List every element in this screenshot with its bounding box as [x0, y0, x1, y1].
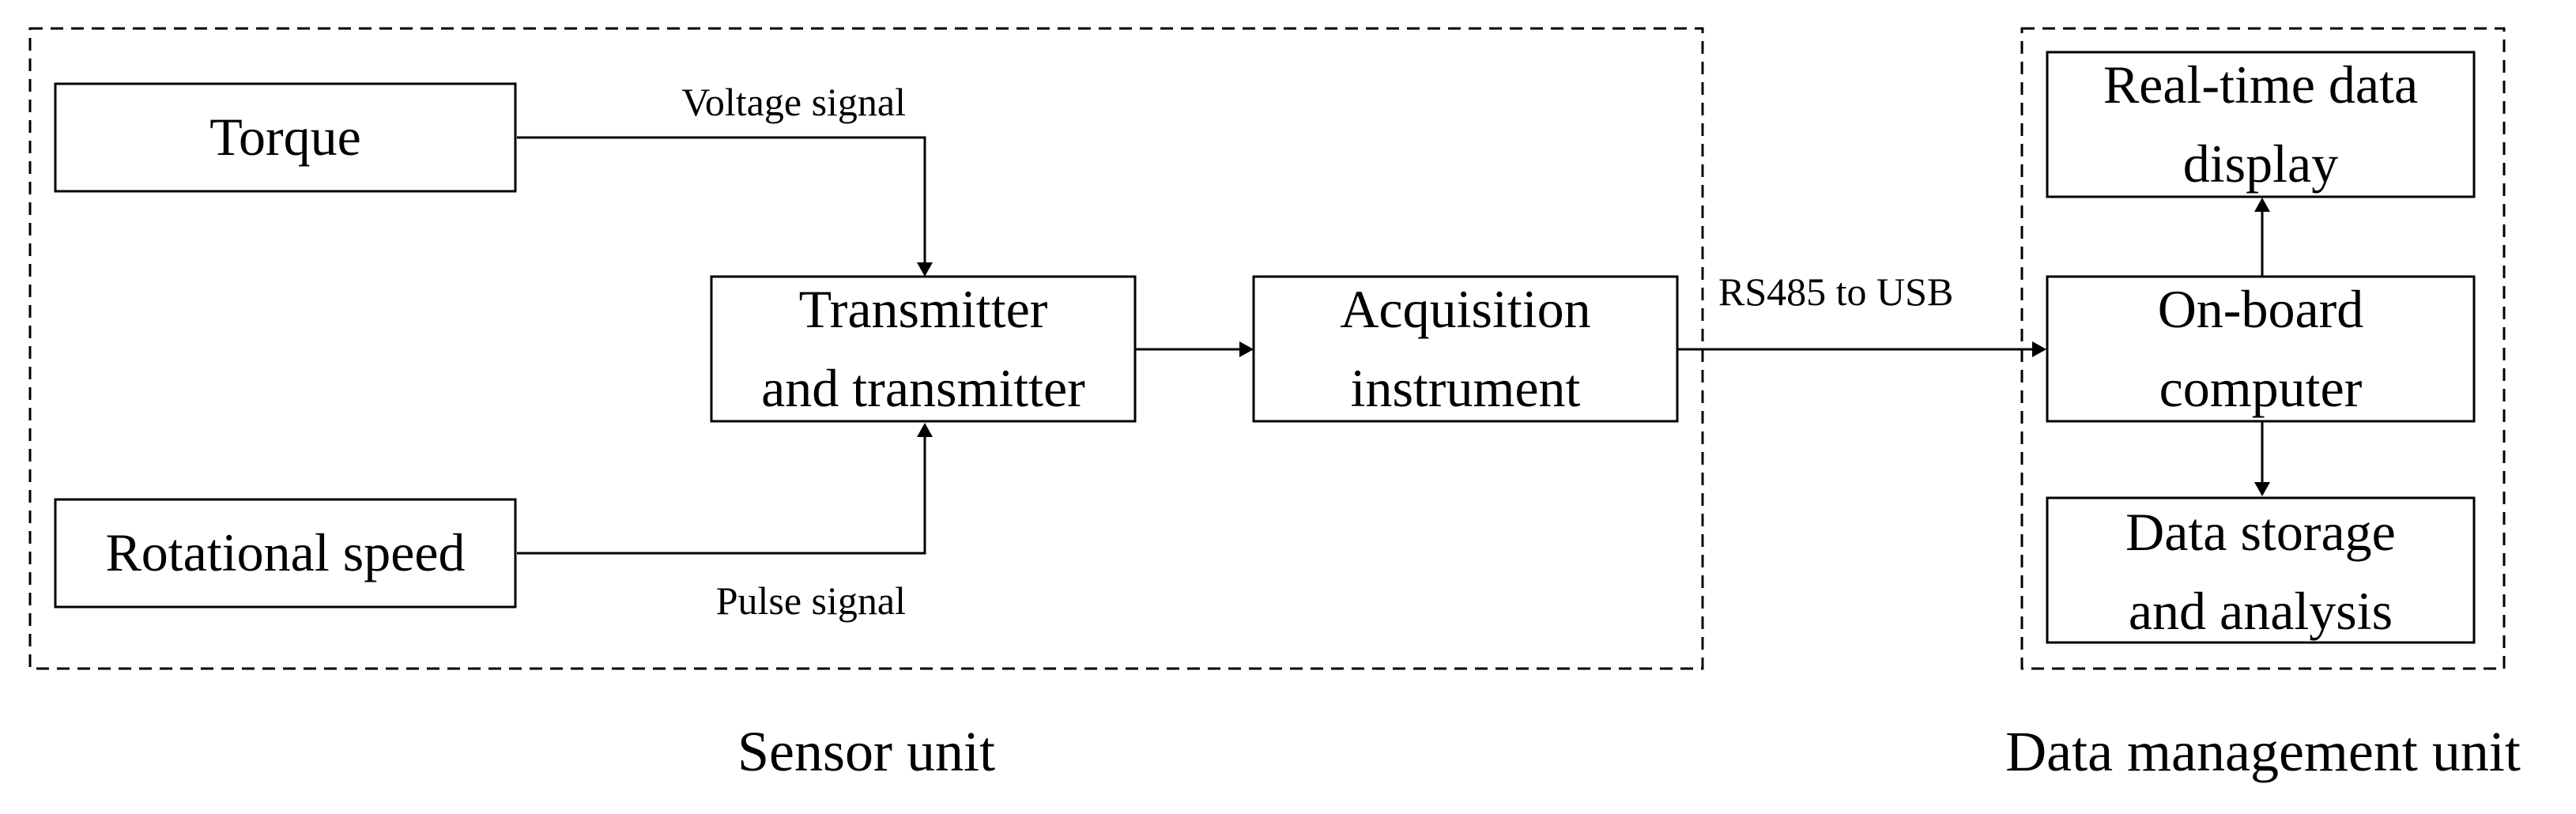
pulse-signal-arrowhead	[917, 423, 933, 437]
computer-to-display-arrowhead	[2254, 198, 2270, 212]
rotational-speed-label: Rotational speed	[105, 522, 465, 582]
rs485-usb-arrowhead	[2032, 341, 2046, 357]
voltage-signal-connector	[517, 136, 926, 266]
realtime-display-label-line-1: Real-time data	[2103, 55, 2418, 115]
pulse-signal-label: Pulse signal	[716, 578, 906, 623]
torque-box	[54, 82, 517, 193]
data-management-unit-label: Data management unit	[2005, 720, 2521, 783]
data-storage-box	[2046, 496, 2476, 644]
data-storage-label-line-1: Data storage	[2125, 502, 2396, 562]
computer-to-storage-arrowhead	[2254, 482, 2270, 496]
data-management-unit-group-border	[2020, 27, 2506, 670]
data-storage-label-line-2: and analysis	[2129, 581, 2393, 641]
rotational-speed-box	[54, 498, 517, 609]
onboard-computer-box	[2046, 275, 2476, 423]
onboard-computer-label-line-2: computer	[2159, 358, 2363, 418]
transmitter-to-acquisition-arrowhead	[1239, 341, 1254, 357]
realtime-display-box	[2046, 51, 2476, 198]
sensor-unit-label: Sensor unit	[737, 720, 995, 783]
pulse-signal-connector	[517, 434, 926, 555]
voltage-signal-label: Voltage signal	[681, 80, 906, 124]
onboard-computer-label-line-1: On-board	[2158, 279, 2364, 339]
realtime-display-label-line-2: display	[2183, 134, 2338, 194]
acquisition-label-line-1: Acquisition	[1340, 279, 1590, 339]
transmitter-label-line-2: and transmitter	[761, 358, 1085, 418]
torque-label: Torque	[209, 107, 361, 167]
sensor-unit-group-border	[28, 27, 1704, 670]
transmitter-label-line-1: Transmitter	[799, 279, 1048, 339]
acquisition-label-line-2: instrument	[1351, 358, 1581, 418]
transmitter-box	[710, 275, 1137, 423]
acquisition-instrument-box	[1252, 275, 1679, 423]
rs485-usb-label: RS485 to USB	[1718, 269, 1953, 314]
voltage-signal-arrowhead	[917, 262, 933, 277]
